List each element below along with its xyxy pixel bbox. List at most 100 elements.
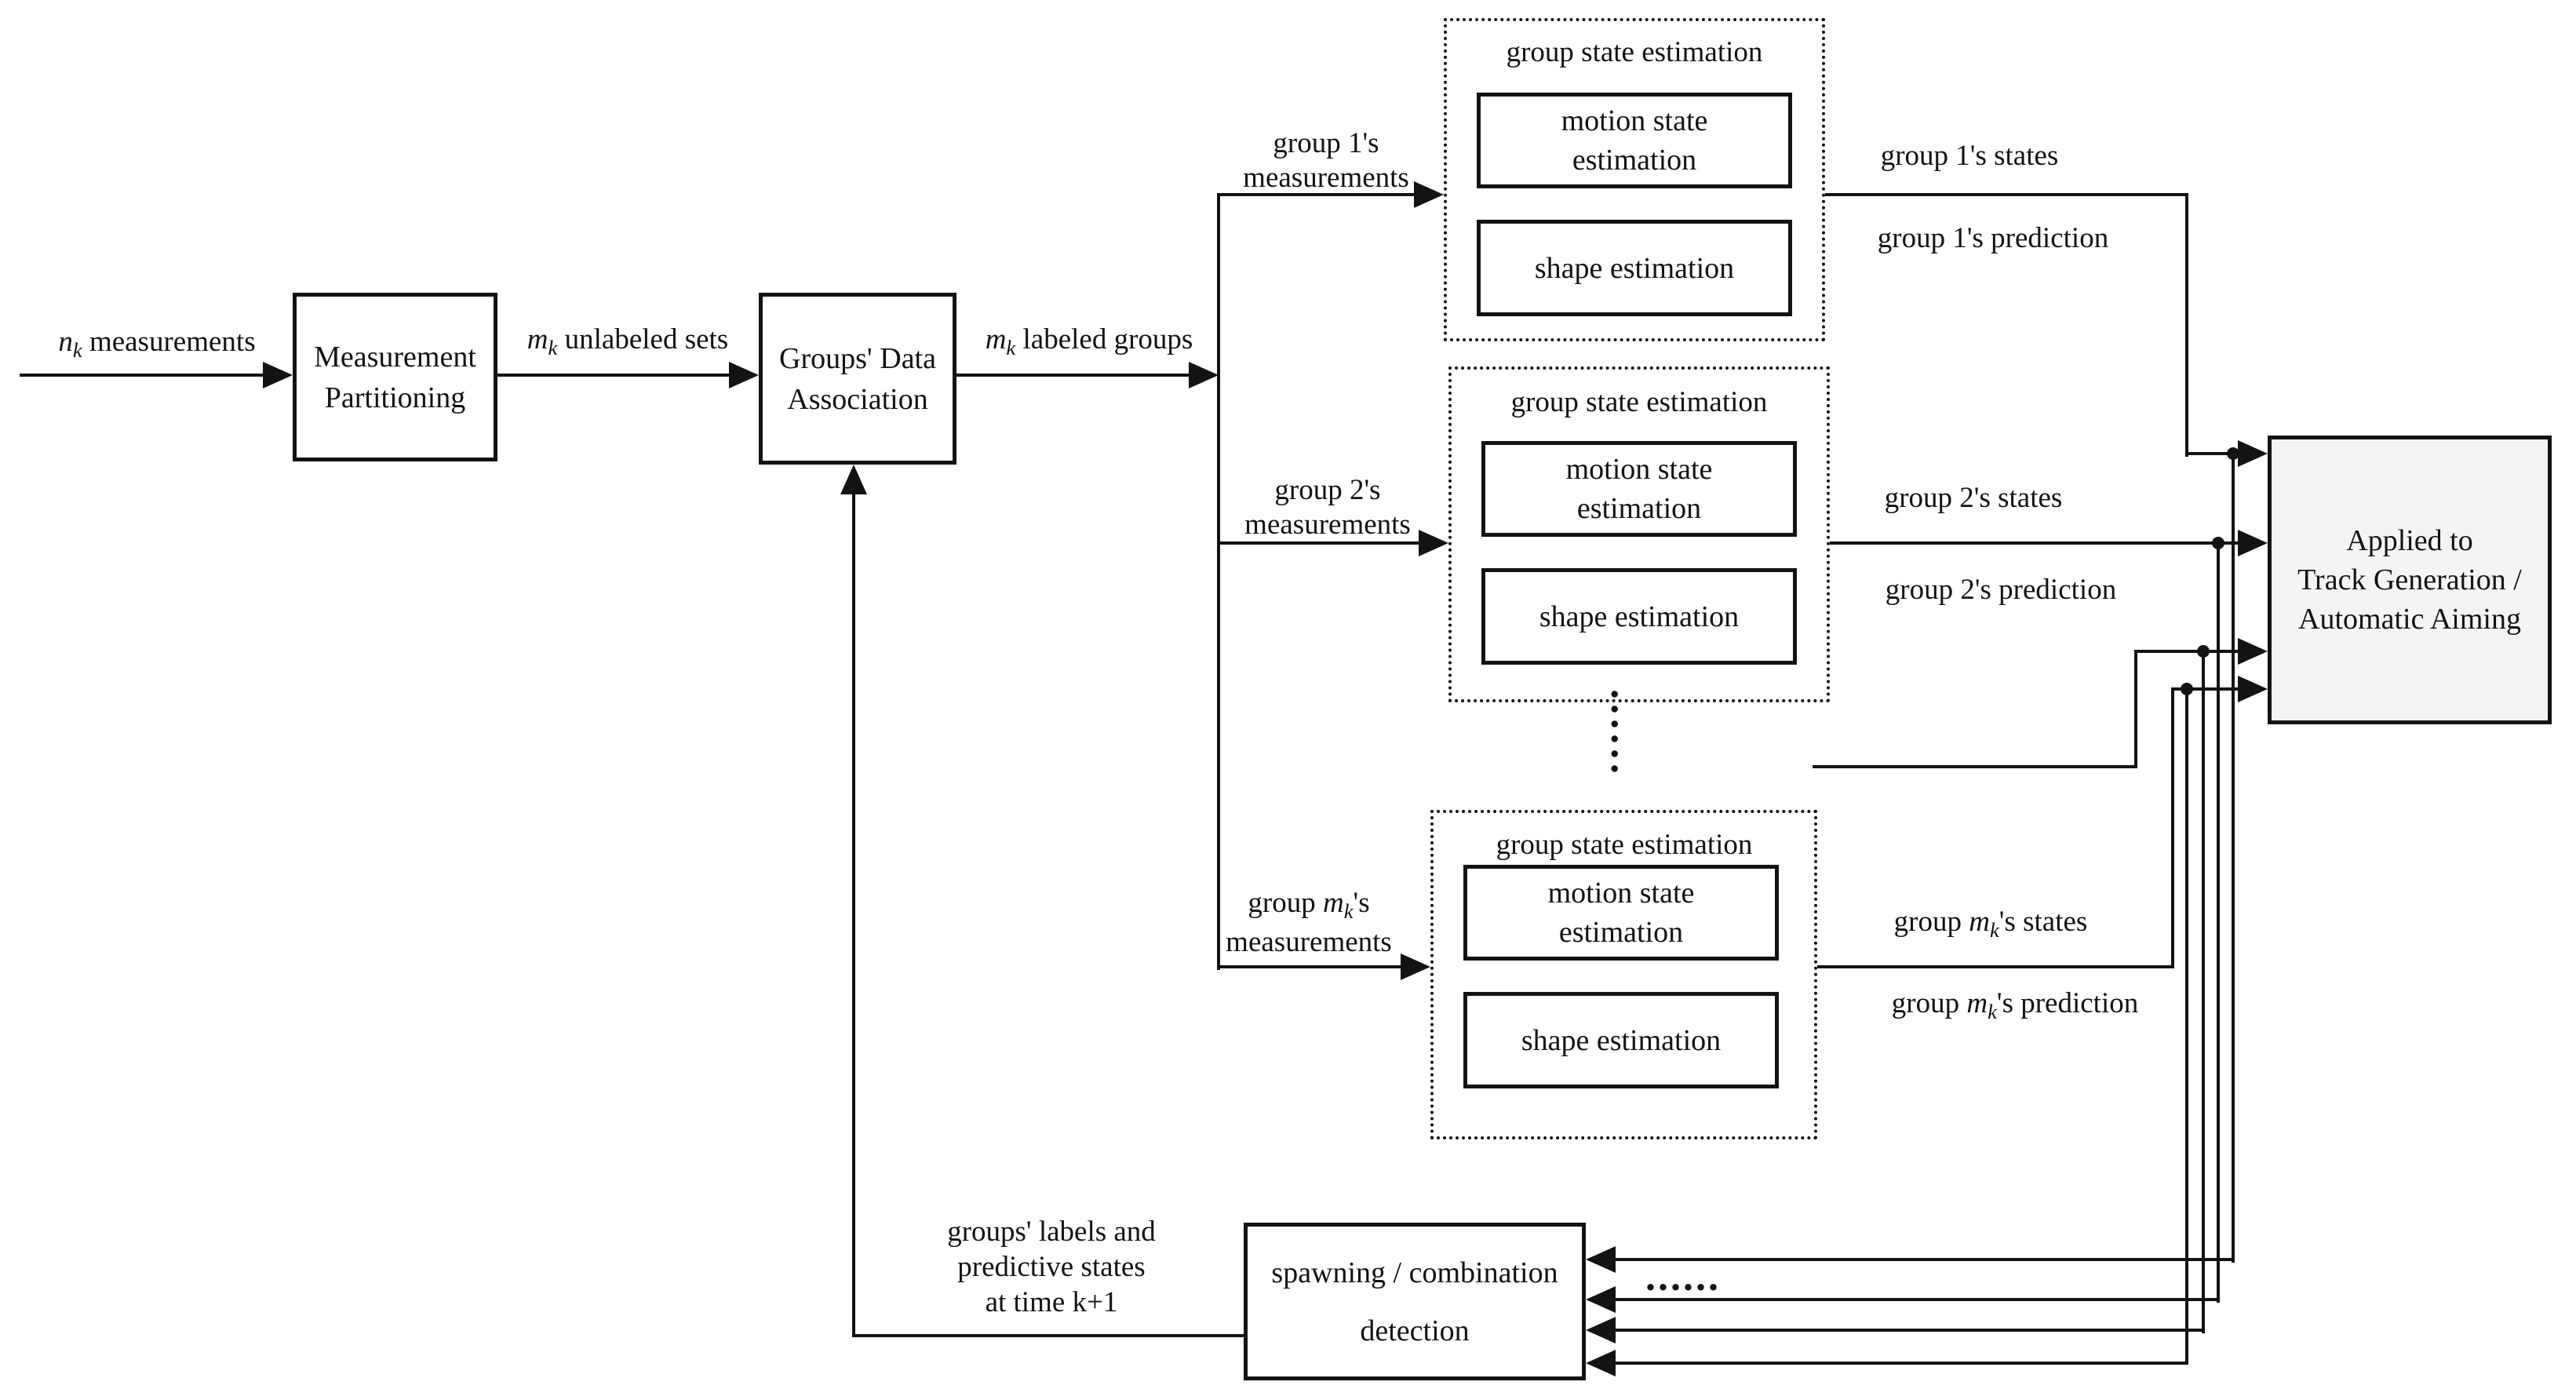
- group1-branch-arrowhead-icon: [1414, 181, 1444, 208]
- ellipsis-horizontal-dots: ......: [1645, 1255, 1721, 1300]
- groupmk-output-line: [1817, 965, 2174, 968]
- nk-rest: measurements: [82, 325, 256, 358]
- groupmk-up-line: [2171, 687, 2174, 968]
- group2-motion-label-line1: motion state: [1565, 453, 1713, 486]
- applied-label-line2: Track Generation /: [2297, 563, 2522, 596]
- nk-arrowhead-icon: [263, 362, 293, 388]
- groupmk-branch-line: [1217, 965, 1401, 968]
- group2-shape-label: shape estimation: [1539, 600, 1740, 633]
- applied-input1-line: [2185, 452, 2238, 455]
- spawn-input3-line: [1616, 1329, 2205, 1332]
- group2-measurements-label-line2: measurements: [1244, 509, 1411, 541]
- applied-input4-line: [2171, 687, 2238, 691]
- group1-shape-estimation-box: shape estimation: [1477, 220, 1792, 316]
- mk-unlabeled-sub: k: [548, 336, 558, 360]
- group2-branch-arrowhead-icon: [1419, 530, 1448, 556]
- groupmk-branch-arrowhead-icon: [1401, 953, 1430, 980]
- feedback-arrowhead-icon: [840, 465, 867, 494]
- groupmk-shape-label: shape estimation: [1521, 1023, 1722, 1057]
- groupmk-motion-state-estimation-box: motion state estimation: [1463, 865, 1779, 961]
- branch3-down-line: [2202, 650, 2205, 1333]
- gda-to-split-arrowhead-icon: [1189, 362, 1219, 388]
- mk-unlabeled-rest: unlabeled sets: [557, 323, 729, 355]
- groupmk-meas-var: m: [1322, 886, 1344, 919]
- groupmk-motion-label-line1: motion state: [1547, 877, 1695, 910]
- feedback-label-line2: predictive states: [957, 1251, 1146, 1283]
- groupmk-meas-rest: 's: [1353, 886, 1370, 919]
- group2-branch-line: [1217, 541, 1419, 545]
- groupmk-pred-var: m: [1966, 986, 1988, 1019]
- feedback-vertical-line: [852, 490, 855, 1337]
- groupmk-pred-sub: k: [1988, 1000, 1997, 1024]
- groupmk-measurements-label-line2: measurements: [1226, 926, 1392, 958]
- groupmk-state-estimation-box: [1430, 810, 1817, 1139]
- nk-measurements-line: [20, 374, 263, 377]
- applied-to-track-generation-box: Applied to Track Generation / Automatic …: [2268, 436, 2552, 724]
- mp-to-gda-arrowhead-icon: [729, 362, 759, 388]
- spawn-input4-line: [1616, 1362, 2188, 1365]
- groupmk-states-label: group mk's states: [1894, 905, 2088, 947]
- group1-state-estimation-title: group state estimation: [1506, 36, 1763, 68]
- measurement-partitioning-label-line2: Partitioning: [324, 381, 466, 414]
- group1-motion-label-line1: motion state: [1561, 104, 1708, 137]
- groupmk-states-pre: group: [1893, 905, 1969, 938]
- group2-state-estimation-box: [1448, 366, 1830, 702]
- group2-output-line: [1830, 541, 2238, 545]
- applied-input3-line: [2134, 650, 2238, 653]
- hidden-groups-up-line: [2134, 650, 2137, 768]
- spawn-input1-arrowhead-icon: [1586, 1246, 1616, 1273]
- applied-input2-arrowhead-icon: [2238, 530, 2268, 556]
- spawning-label-line2: detection: [1360, 1314, 1470, 1347]
- group1-output-line: [1825, 193, 2188, 196]
- branch2-down-line: [2217, 541, 2220, 1303]
- group2-states-label: group 2's states: [1884, 482, 2063, 514]
- groupmk-meas-sub: k: [1343, 899, 1354, 924]
- group1-prediction-label: group 1's prediction: [1877, 222, 2109, 254]
- group2-motion-state-estimation-box: motion state estimation: [1481, 441, 1797, 537]
- branch4-down-line: [2185, 687, 2188, 1365]
- groupmk-pred-rest: 's prediction: [1996, 986, 2139, 1019]
- split-vertical-line: [1217, 193, 1220, 970]
- measurement-partitioning-box: Measurement Partitioning: [293, 293, 497, 461]
- groupmk-states-var: m: [1969, 905, 1990, 938]
- branch1-down-line: [2232, 452, 2235, 1263]
- feedback-horizontal-line: [852, 1334, 1245, 1337]
- nk-var: n: [58, 325, 73, 358]
- groupmk-shape-estimation-box: shape estimation: [1463, 992, 1779, 1088]
- group1-branch-line: [1217, 193, 1414, 196]
- mk-labeled-rest: labeled groups: [1015, 323, 1193, 355]
- group1-states-label: group 1's states: [1880, 140, 2059, 172]
- groupmk-state-estimation-title: group state estimation: [1496, 829, 1753, 861]
- groupmk-states-rest: 's states: [1998, 905, 2088, 938]
- group1-measurements-label-line2: measurements: [1243, 162, 1409, 194]
- feedback-label-line3: at time k+1: [985, 1286, 1118, 1318]
- mk-labeled-sub: k: [1006, 336, 1016, 360]
- group1-motion-state-estimation-box: motion state estimation: [1477, 93, 1792, 188]
- spawn-input1-line: [1616, 1258, 2235, 1261]
- feedback-label-line1: groups' labels and: [947, 1216, 1156, 1248]
- spawn-input3-arrowhead-icon: [1586, 1317, 1616, 1343]
- group2-shape-estimation-box: shape estimation: [1481, 568, 1797, 665]
- group1-measurements-label-line1: group 1's: [1273, 127, 1379, 159]
- groupmk-measurements-label-line1: group mk's: [1248, 886, 1369, 928]
- groupmk-states-sub: k: [1989, 918, 1999, 942]
- mk-labeled-groups-label: mk labeled groups: [986, 323, 1193, 365]
- mk-unlabeled-var: m: [526, 323, 548, 355]
- applied-input3-arrowhead-icon: [2238, 638, 2268, 665]
- group1-shape-label: shape estimation: [1534, 251, 1735, 285]
- gda-to-split-line: [956, 374, 1189, 377]
- spawning-combination-detection-box: spawning / combination detection: [1244, 1223, 1586, 1380]
- applied-label-line3: Automatic Aiming: [2298, 603, 2521, 636]
- nk-measurements-label: nk measurements: [58, 325, 255, 367]
- groupmk-pred-pre: group: [1891, 986, 1967, 1019]
- spawn-input2-arrowhead-icon: [1586, 1286, 1616, 1313]
- groupmk-meas-pre: group: [1248, 886, 1323, 919]
- group1-state-estimation-box: [1444, 18, 1825, 341]
- group1-motion-label-line2: estimation: [1572, 144, 1697, 177]
- group2-measurements-label-line1: group 2's: [1274, 474, 1381, 506]
- group2-motion-label-line2: estimation: [1576, 492, 1702, 525]
- measurement-partitioning-label-line1: Measurement: [314, 340, 476, 374]
- hidden-groups-output-line: [1813, 765, 2137, 768]
- applied-input4-arrowhead-icon: [2238, 676, 2268, 702]
